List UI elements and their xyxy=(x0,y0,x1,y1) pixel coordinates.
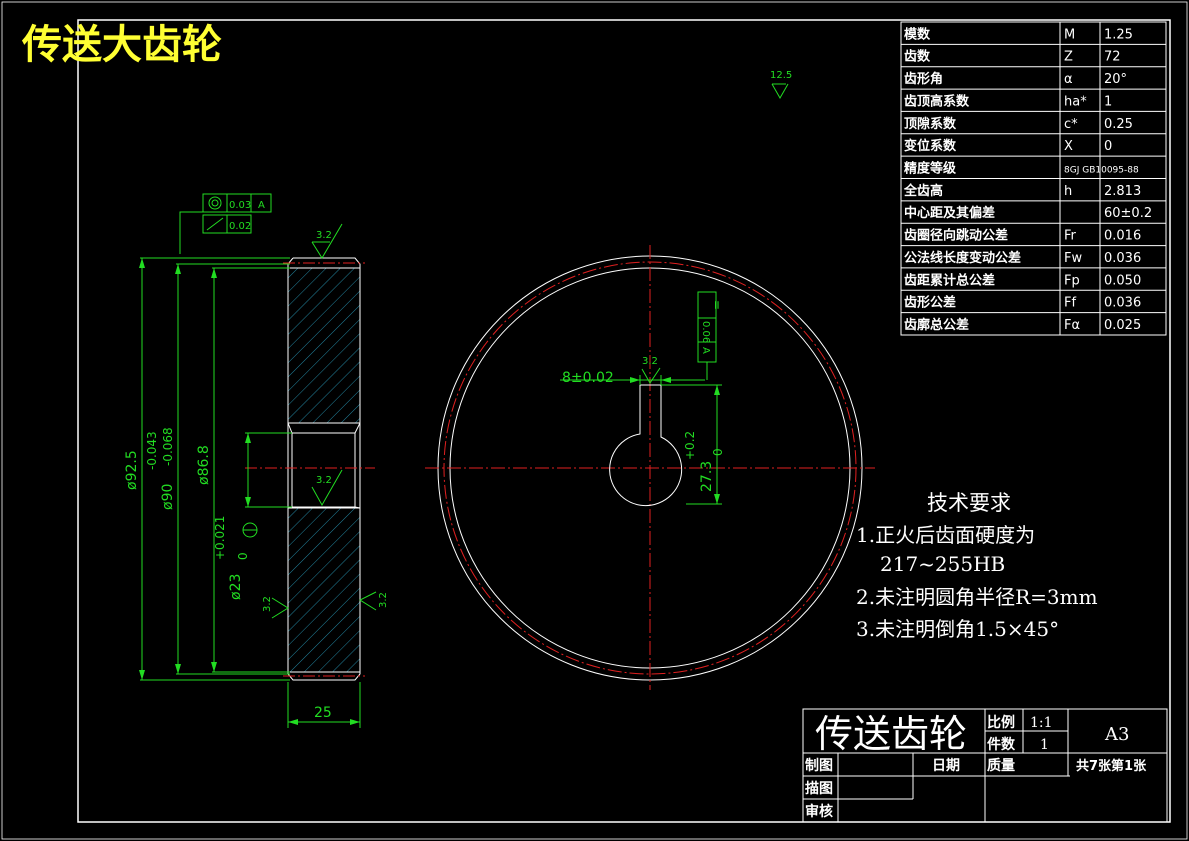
svg-text:8±0.02: 8±0.02 xyxy=(562,370,614,386)
param-value: 0.025 xyxy=(1104,318,1141,333)
lower-hatch xyxy=(288,508,360,672)
svg-text:2.未注明圆角半径R=3mm: 2.未注明圆角半径R=3mm xyxy=(856,585,1098,609)
param-value: 0.016 xyxy=(1104,229,1141,244)
svg-text:3.2: 3.2 xyxy=(262,596,273,612)
param-value: 0 xyxy=(1104,139,1112,154)
svg-text:=: = xyxy=(710,300,724,310)
svg-text:27.3: 27.3 xyxy=(699,461,715,492)
svg-text:1: 1 xyxy=(1040,737,1049,753)
param-value: 1.25 xyxy=(1104,27,1133,42)
svg-text:+0.2: +0.2 xyxy=(683,431,697,460)
svg-text:制图: 制图 xyxy=(805,757,833,774)
param-name: 齿距累计总公差 xyxy=(904,272,995,288)
svg-text:-0.068: -0.068 xyxy=(161,427,175,466)
svg-text:日期: 日期 xyxy=(932,758,960,774)
gear-section-view xyxy=(245,257,375,681)
svg-text:描图: 描图 xyxy=(805,780,833,797)
param-name: 齿廓总公差 xyxy=(904,317,969,333)
sheet-border xyxy=(77,19,1171,823)
param-value: 20° xyxy=(1104,72,1127,87)
param-symbol: α xyxy=(1064,72,1073,87)
param-value: 0.036 xyxy=(1104,251,1141,266)
param-value: 0.036 xyxy=(1104,296,1141,311)
svg-text:比例: 比例 xyxy=(987,714,1015,731)
param-symbol: ha* xyxy=(1064,94,1087,109)
svg-text:0.03: 0.03 xyxy=(229,200,251,211)
svg-text:3.未注明倒角1.5×45°: 3.未注明倒角1.5×45° xyxy=(856,617,1059,641)
param-value: 0.050 xyxy=(1104,273,1141,288)
param-name: 全齿高 xyxy=(903,183,943,199)
svg-text:A: A xyxy=(258,200,265,211)
param-name: 齿数 xyxy=(904,49,931,65)
param-symbol: h xyxy=(1064,184,1072,199)
svg-text:技术要求: 技术要求 xyxy=(927,491,1011,515)
svg-text:ø92.5: ø92.5 xyxy=(124,450,140,490)
svg-text:12.5: 12.5 xyxy=(770,70,792,81)
title-block: 传送齿轮 比例 1:1 件数 1 A3 制图 描图 审核 日期 质量 共7张第1… xyxy=(802,708,1168,823)
param-symbol: Z xyxy=(1064,50,1073,65)
param-name: 公法线长度变动公差 xyxy=(904,250,1021,266)
svg-text:质量: 质量 xyxy=(987,757,1015,774)
param-name: 模数 xyxy=(904,26,931,42)
param-value: 0.25 xyxy=(1104,117,1133,132)
param-name: 齿形角 xyxy=(904,71,943,87)
upper-hatch xyxy=(288,268,360,423)
svg-text:217~255HB: 217~255HB xyxy=(880,552,1005,576)
svg-text:审核: 审核 xyxy=(805,803,833,820)
svg-text:3.2: 3.2 xyxy=(642,356,658,367)
param-symbol: M xyxy=(1064,27,1075,42)
param-name: 顶隙系数 xyxy=(904,116,957,132)
technical-requirements: 技术要求 1.正火后齿面硬度为 217~255HB 2.未注明圆角半径R=3mm… xyxy=(856,491,1098,641)
svg-text:3.2: 3.2 xyxy=(316,475,332,486)
svg-text:0.02: 0.02 xyxy=(229,221,251,232)
svg-text:1.正火后齿面硬度为: 1.正火后齿面硬度为 xyxy=(856,523,1035,547)
svg-text:ø90: ø90 xyxy=(160,484,176,510)
svg-text:1:1: 1:1 xyxy=(1030,715,1053,731)
param-name: 中心距及其偏差 xyxy=(904,205,995,221)
param-name: 齿形公差 xyxy=(904,295,956,311)
section-dimensions: ø92.5 -0.043 ø90 -0.068 ø86.8 ø23 +0.021… xyxy=(124,193,389,728)
param-name: 齿圈径向跳动公差 xyxy=(904,228,1008,244)
svg-text:0: 0 xyxy=(236,552,250,560)
svg-text:-0.043: -0.043 xyxy=(145,431,159,470)
param-symbol: c* xyxy=(1064,117,1078,132)
param-value: 60±0.2 xyxy=(1104,206,1152,221)
svg-text:3.2: 3.2 xyxy=(378,592,389,608)
svg-text:0: 0 xyxy=(711,448,725,456)
general-roughness-symbol: 12.5 xyxy=(770,70,792,100)
svg-text:25: 25 xyxy=(314,705,332,721)
svg-text:A3: A3 xyxy=(1104,724,1129,745)
gear-front-view xyxy=(425,245,875,690)
svg-text:件数: 件数 xyxy=(987,736,1016,753)
param-symbol: Ff xyxy=(1064,296,1076,311)
param-symbol: Fα xyxy=(1064,318,1080,333)
param-name: 齿顶高系数 xyxy=(904,93,970,109)
svg-text:3.2: 3.2 xyxy=(316,230,332,241)
param-symbol: Fp xyxy=(1064,273,1080,288)
svg-text:ø86.8: ø86.8 xyxy=(196,445,212,485)
parameter-table: 模数 M 1.25 齿数 Z 72 齿形角 α 20° 齿顶高系数 ha* 1 顶隙系数 c* 0.25 变位… xyxy=(900,21,1167,336)
svg-text:共7张第1张: 共7张第1张 xyxy=(1076,758,1147,774)
param-symbol: Fw xyxy=(1064,251,1082,266)
svg-text:A: A xyxy=(700,347,711,354)
svg-text:0.06: 0.06 xyxy=(700,321,711,343)
svg-text:传送齿轮: 传送齿轮 xyxy=(815,712,967,756)
param-name: 变位系数 xyxy=(904,138,957,154)
param-name: 精度等级 xyxy=(904,161,957,177)
drawing-title: 传送大齿轮 xyxy=(21,22,222,68)
param-value: 72 xyxy=(1104,50,1121,65)
front-view-dimensions: 8±0.02 3.2 27.3 +0.2 0 = 0.06 A xyxy=(560,291,725,505)
param-value: 1 xyxy=(1104,94,1112,109)
param-value: 8GJ GB10095-88 xyxy=(1064,166,1139,176)
param-symbol: X xyxy=(1064,139,1073,154)
svg-text:ø23: ø23 xyxy=(228,574,244,600)
param-value: 2.813 xyxy=(1104,184,1141,199)
svg-text:+0.021: +0.021 xyxy=(213,516,227,560)
param-symbol: Fr xyxy=(1064,229,1077,244)
